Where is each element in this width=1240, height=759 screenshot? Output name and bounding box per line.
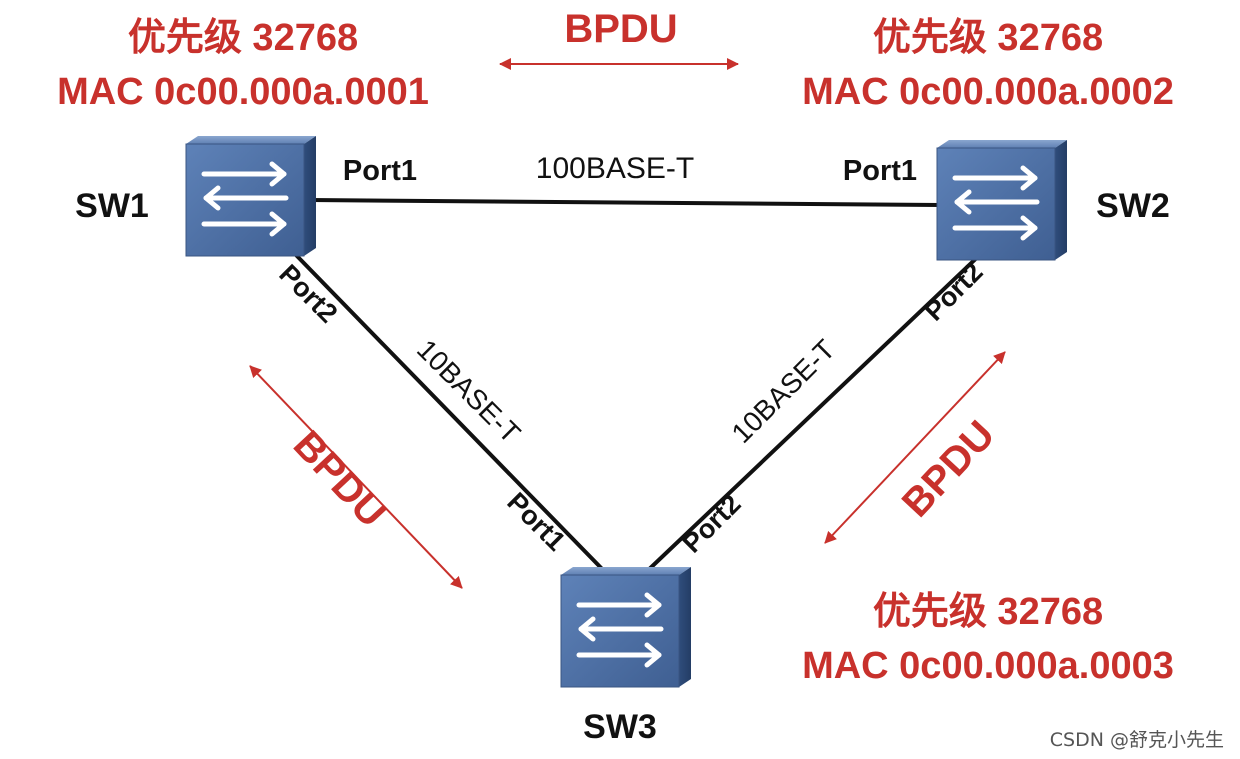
network-switch-icon — [185, 136, 316, 257]
switch-label-sw3: SW3 — [583, 708, 657, 746]
bpdu-label-left: BPDU — [285, 423, 394, 536]
network-switch-icon — [936, 140, 1067, 261]
switch-sw2[interactable] — [936, 140, 1067, 261]
bpdu-label-right: BPDU — [894, 413, 1003, 526]
port-label-sw3-port2: Port2 — [677, 489, 747, 559]
port-label-sw1-port1: Port1 — [343, 155, 417, 187]
sw1-mac-label: MAC 0c00.000a.0001 — [57, 71, 429, 113]
switch-label-sw1: SW1 — [75, 187, 149, 225]
link-sw1-sw2 — [308, 198, 942, 207]
sw2-mac-label: MAC 0c00.000a.0002 — [802, 71, 1174, 113]
sw3-priority-label: 优先级 32768 — [873, 591, 1103, 633]
port-label-sw2-port2: Port2 — [919, 257, 989, 327]
bpdu-arrow-sw2-sw3 — [824, 351, 1006, 544]
port-label-sw2-port1: Port1 — [843, 155, 917, 187]
sw2-priority-label: 优先级 32768 — [873, 17, 1103, 59]
switch-sw3[interactable] — [560, 567, 691, 688]
sw1-priority-label: 优先级 32768 — [128, 17, 358, 59]
switch-sw1[interactable] — [185, 136, 316, 257]
link-label-sw1-sw2: 100BASE-T — [536, 152, 694, 185]
switch-label-sw2: SW2 — [1096, 187, 1170, 225]
bpdu-label-top: BPDU — [564, 7, 677, 51]
sw3-mac-label: MAC 0c00.000a.0003 — [802, 645, 1174, 687]
port-label-sw3-port1: Port1 — [501, 487, 571, 557]
link-sw2-sw3 — [641, 248, 987, 577]
watermark: CSDN @舒克小先生 — [1050, 729, 1224, 751]
bpdu-arrow-sw1-sw3 — [249, 365, 463, 589]
link-label-sw2-sw3: 10BASE-T — [726, 334, 841, 449]
network-switch-icon — [560, 567, 691, 688]
